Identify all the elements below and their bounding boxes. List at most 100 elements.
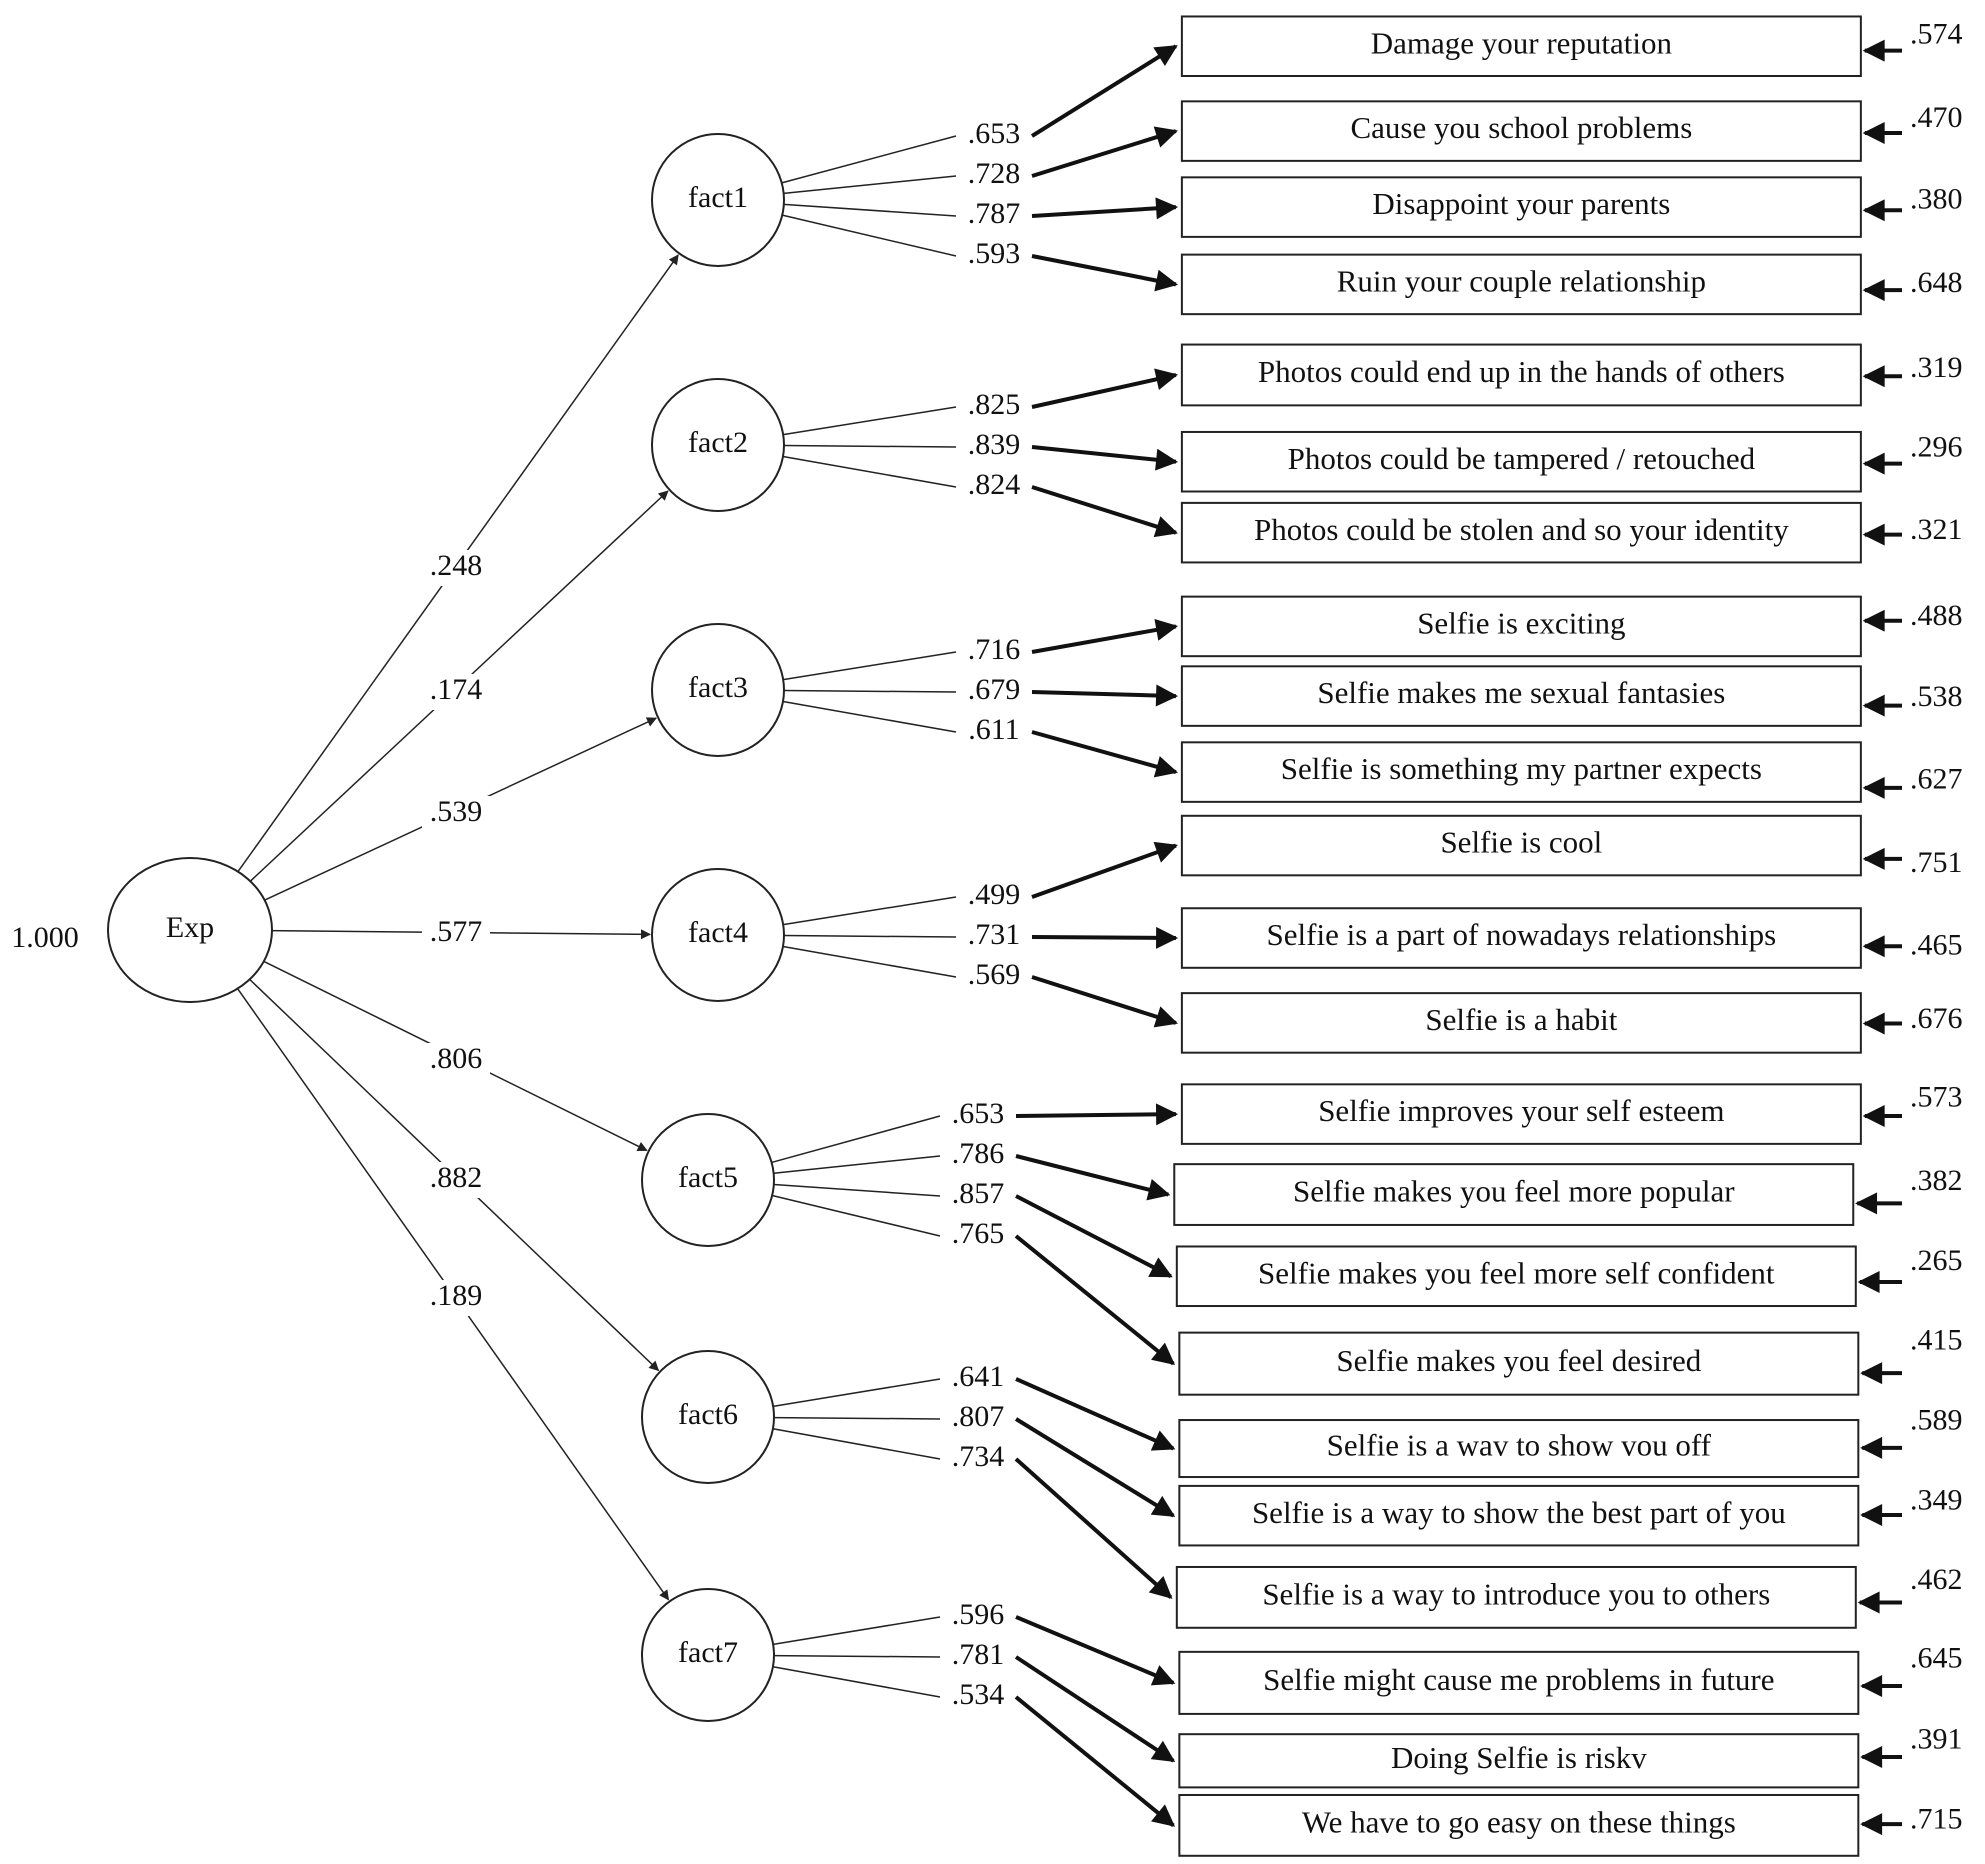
arrow-to-item	[1031, 730, 1178, 778]
error-variance-label: .715	[1910, 1802, 1963, 1835]
item-box	[1178, 1793, 1860, 1857]
item-loading-label: .679	[968, 673, 1021, 706]
path-fact4-to-item	[783, 896, 957, 926]
item-text: Cause you school problems	[1350, 110, 1692, 145]
item-box	[1173, 1163, 1855, 1226]
path-fact2-to-item	[783, 406, 957, 436]
arrow-to-item	[1031, 684, 1179, 707]
path-fact1-to-item	[782, 214, 957, 257]
item-box	[1180, 741, 1862, 803]
item-loading-label: .728	[968, 157, 1021, 190]
item-text: Photos could be stolen and so your ident…	[1254, 512, 1789, 547]
item-loading-label: .765	[952, 1217, 1005, 1250]
arrow-to-item	[1031, 975, 1178, 1028]
arrow-to-item	[1031, 254, 1179, 292]
item-text: Selfie makes you feel desired	[1336, 1343, 1701, 1378]
path-fact4-to-item	[783, 934, 957, 938]
item-box	[1178, 1650, 1860, 1715]
item-text: Disappoint your parents	[1372, 186, 1670, 221]
item-box	[1178, 1733, 1860, 1789]
arrow-to-item	[1031, 445, 1179, 471]
item-loading-label: .596	[952, 1598, 1005, 1631]
item-loading-label: .499	[968, 878, 1021, 911]
path-fact1-to-item	[781, 135, 957, 184]
error-variance-label: .321	[1910, 513, 1963, 546]
error-variance-label: .751	[1910, 846, 1963, 879]
item-box	[1180, 814, 1862, 877]
item-text: Photos could be tampered / retouched	[1288, 441, 1756, 476]
error-variance-label: .676	[1910, 1002, 1963, 1035]
label-bg	[422, 1162, 490, 1198]
error-variance-label: .349	[1910, 1483, 1963, 1516]
item-box	[1180, 907, 1862, 969]
item-text: Selfie is a part of nowadays relationshi…	[1267, 917, 1777, 952]
arrow-to-item	[1015, 1377, 1176, 1451]
factor-fact4-label: fact4	[688, 916, 748, 949]
item-loading-label: .787	[968, 197, 1021, 230]
error-variance-label: .319	[1910, 351, 1963, 384]
factor-fact2-label: fact2	[688, 426, 748, 459]
factor-fact4-circle	[651, 868, 785, 1002]
path-fact7-to-item	[772, 1666, 941, 1698]
item-text: We have to go easy on these things	[1302, 1804, 1736, 1839]
path-fact3-to-item	[783, 651, 957, 681]
error-variance-label: .265	[1910, 1244, 1963, 1277]
item-text: Selfie is a way to introduce you to othe…	[1262, 1576, 1770, 1611]
item-text: Selfie is a wav to show vou off	[1327, 1428, 1712, 1463]
factor-fact5-circle	[641, 1113, 775, 1247]
arrow-to-item	[1031, 485, 1178, 538]
item-box	[1180, 343, 1862, 407]
error-variance-label: .488	[1910, 599, 1963, 632]
path-fact6-to-item	[772, 1428, 941, 1460]
arrow-to-item	[1031, 126, 1178, 178]
item-loading-label: .534	[952, 1678, 1005, 1711]
item-loading-label: .569	[968, 958, 1021, 991]
label-bg	[422, 916, 490, 952]
path-fact3-to-item	[782, 700, 957, 733]
item-box	[1180, 1083, 1862, 1145]
item-loading-label: .781	[952, 1638, 1005, 1671]
factor-fact6-circle	[641, 1350, 775, 1484]
error-variance-label: .627	[1910, 762, 1963, 795]
error-variance-label: .296	[1910, 431, 1963, 464]
error-variance-label: .589	[1910, 1403, 1963, 1436]
loading-exp-fact1: .248	[430, 549, 483, 582]
error-variance-label: .465	[1910, 928, 1963, 961]
item-loading-label: .786	[952, 1137, 1005, 1170]
arrow-to-item	[1015, 1615, 1176, 1686]
error-variance-label: .574	[1910, 18, 1963, 51]
path-fact1-to-item	[783, 175, 957, 195]
item-box	[1175, 1245, 1857, 1308]
latent-exp-ellipse	[107, 857, 273, 1003]
item-loading-label: .716	[968, 633, 1021, 666]
error-variance-label: .391	[1910, 1723, 1963, 1756]
item-loading-label: .824	[968, 468, 1021, 501]
item-text: Selfie is cool	[1440, 825, 1602, 860]
item-loading-label: .641	[952, 1360, 1005, 1393]
path-fact2-to-item	[783, 444, 957, 448]
factor-fact6-label: fact6	[678, 1398, 738, 1431]
path-fact5-to-item	[771, 1194, 941, 1237]
arrow-to-item	[1014, 1417, 1176, 1518]
loading-exp-fact6: .882	[430, 1161, 483, 1194]
arrow-to-item	[1015, 1154, 1171, 1201]
item-loading-label: .734	[952, 1440, 1005, 1473]
loading-exp-fact3: .539	[430, 795, 483, 828]
arrow-to-item	[1014, 1655, 1176, 1763]
arrow-to-item	[1014, 1695, 1176, 1827]
item-text: Selfie makes you feel more self confiden…	[1258, 1255, 1775, 1290]
arrow-to-item	[1031, 197, 1179, 220]
item-text: Damage your reputation	[1371, 25, 1673, 60]
arrow-to-item	[1014, 1457, 1173, 1599]
factor-fact7-label: fact7	[678, 1636, 738, 1669]
item-box	[1180, 430, 1862, 493]
path-fact7-to-item	[773, 1616, 941, 1646]
item-text: Selfie is something my partner expects	[1281, 751, 1762, 786]
item-box	[1180, 176, 1862, 238]
arrow-to-item	[1031, 368, 1179, 409]
item-loading-label: .839	[968, 428, 1021, 461]
item-text: Selfie might cause me problems in future	[1263, 1662, 1774, 1697]
path-fact5-to-item	[773, 1155, 941, 1174]
label-bg	[422, 1280, 490, 1316]
